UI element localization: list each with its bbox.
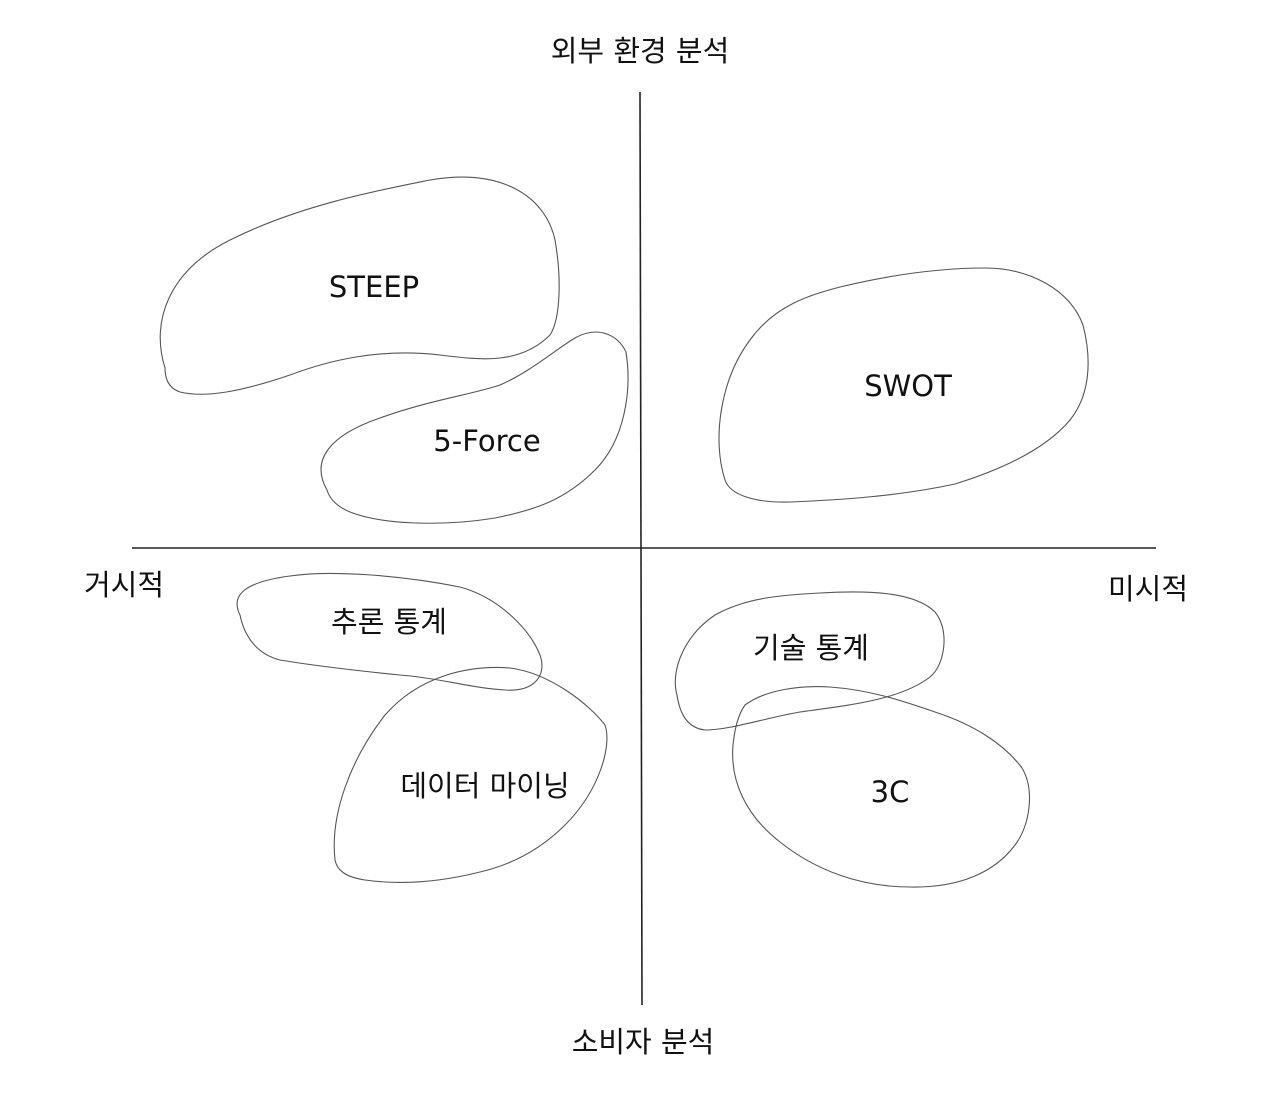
swot-region: [718, 267, 1089, 503]
bottom-axis-label: 소비자 분석: [571, 1025, 715, 1059]
inferential-stats-region: [236, 572, 543, 691]
steep-region: [159, 176, 560, 395]
top-axis-label: 외부 환경 분석: [550, 34, 730, 68]
five-force-region: [320, 331, 629, 524]
three-c-region: [732, 686, 1031, 888]
descriptive-stats-label: 기술 통계: [753, 631, 869, 665]
five-force-label: 5-Force: [433, 424, 541, 458]
inferential-stats-label: 추론 통계: [331, 605, 447, 639]
right-axis-label: 미시적: [1108, 572, 1189, 606]
descriptive-stats-region: [674, 591, 945, 731]
swot-label: SWOT: [864, 369, 952, 403]
data-mining-label: 데이터 마이닝: [400, 769, 570, 803]
steep-label: STEEP: [328, 270, 420, 304]
three-c-label: 3C: [870, 775, 910, 809]
data-mining-region: [333, 666, 608, 883]
left-axis-label: 거시적: [84, 568, 165, 602]
